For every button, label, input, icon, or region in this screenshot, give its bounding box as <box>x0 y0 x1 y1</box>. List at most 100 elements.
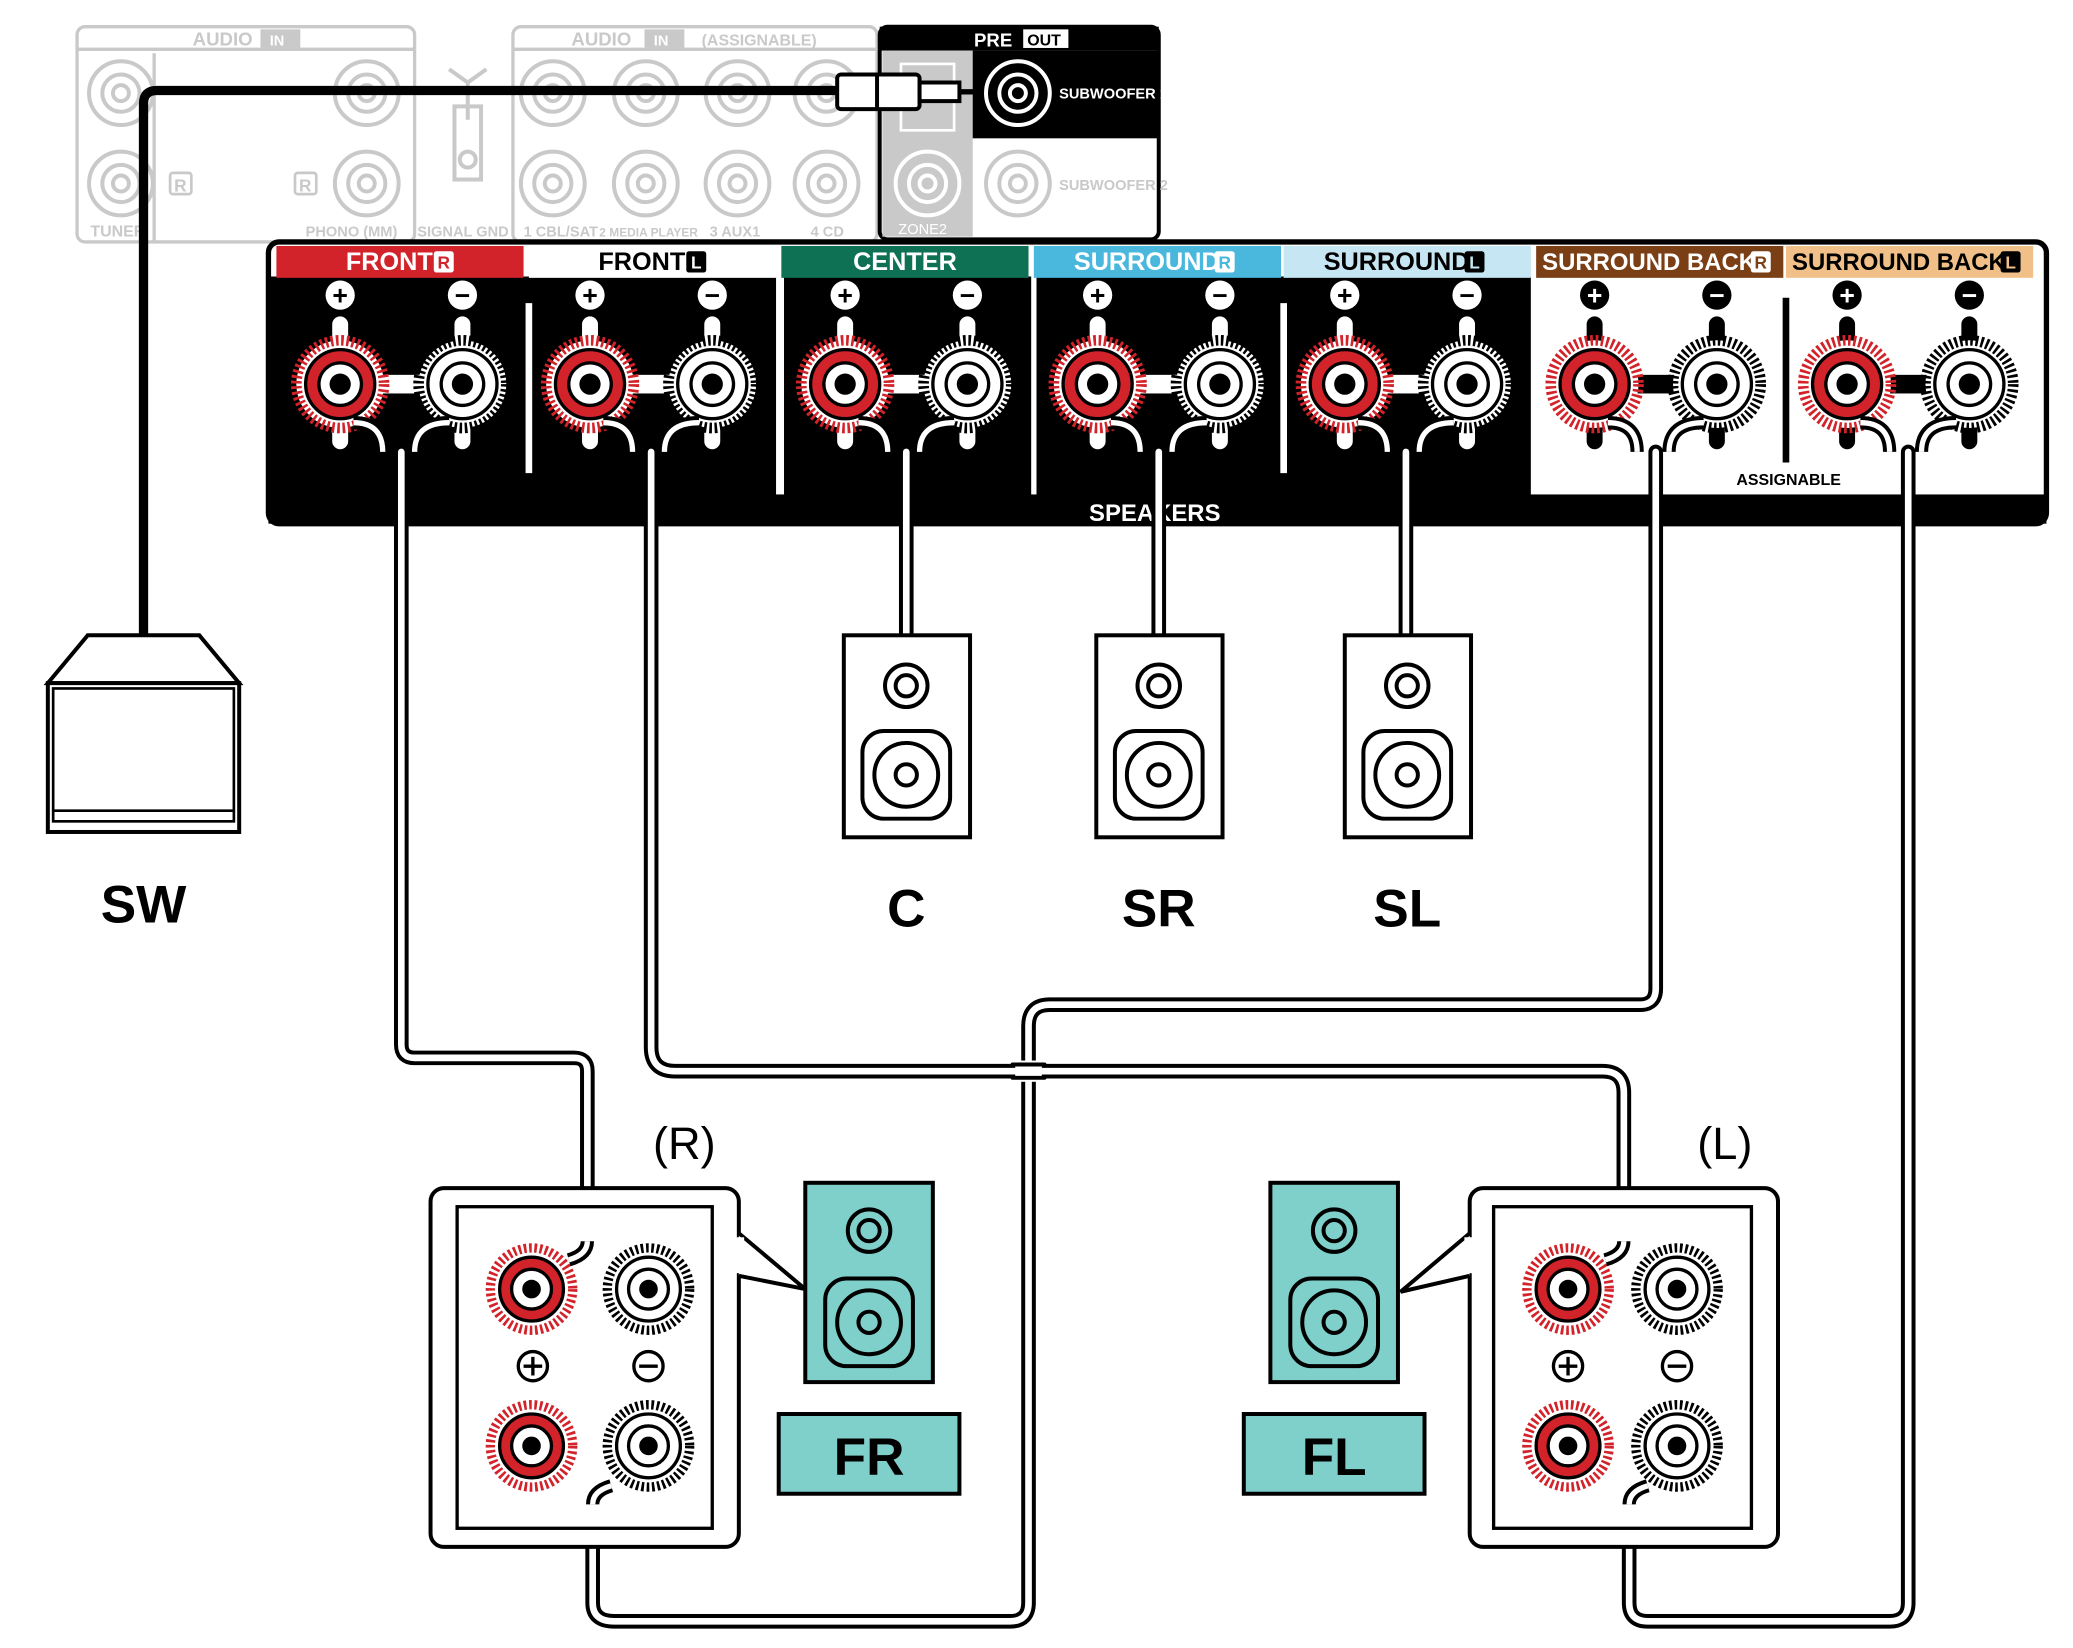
label-phono: PHONO (MM) <box>306 225 398 241</box>
terminal-minus[interactable] <box>663 334 762 434</box>
channel-name: FRONT <box>346 248 433 276</box>
surround-left-speaker <box>1342 633 1474 840</box>
label-fl: FL <box>1302 1428 1367 1487</box>
channel-name: SURROUND <box>1324 248 1470 276</box>
center-speaker <box>841 633 973 840</box>
minus-sign-circle <box>447 280 478 310</box>
label-aux1: 3 AUX1 <box>710 225 761 241</box>
minus-sign: − <box>455 280 471 310</box>
side-tag-box <box>1464 251 1485 273</box>
minus-sign: − <box>1212 280 1228 310</box>
side-tag: R <box>1218 253 1231 273</box>
plus-sign-circle <box>1083 280 1113 310</box>
terminal-minus[interactable] <box>413 334 512 434</box>
plus-sign-circle <box>575 280 605 310</box>
fl-label-box: FL <box>1241 1412 1427 1496</box>
fr-terminal-minus-bottom <box>602 1400 695 1492</box>
label-signal-gnd: SIGNAL GND <box>417 225 508 241</box>
terminal-plus[interactable] <box>1295 334 1394 434</box>
subwoofer1-label: SUBWOOFER 1 <box>1059 86 1168 102</box>
plus-sign: + <box>837 280 853 310</box>
label-c: C <box>887 879 925 938</box>
zone2-label: ZONE2 <box>898 222 947 238</box>
terminal-pair-6: +− <box>1545 280 1767 453</box>
label-fr: FR <box>834 1428 905 1487</box>
plus-sign: + <box>1839 280 1855 310</box>
terminal-plus[interactable] <box>1545 334 1644 434</box>
terminal-plus[interactable] <box>291 334 390 434</box>
terminal-pair-2: +− <box>540 280 762 453</box>
side-tag-box <box>1214 251 1235 273</box>
plus-sign-circle <box>325 280 355 310</box>
side-tag: L <box>1469 253 1480 273</box>
subwoofer-cable <box>138 72 981 636</box>
terminal-minus[interactable] <box>1417 334 1517 434</box>
audio-in-labels: AUDIO IN AUDIO IN (ASSIGNABLE) R R TUNER… <box>90 28 844 240</box>
side-tag: R <box>1755 253 1768 273</box>
terminal-plus[interactable] <box>795 334 895 434</box>
minus-sign: − <box>1962 280 1978 310</box>
jack-cd-r <box>792 149 861 218</box>
audio-in-jacks <box>87 59 861 218</box>
audio-in-assignable: (ASSIGNABLE) <box>702 32 817 49</box>
audio-in-title-left: AUDIO <box>193 28 253 49</box>
label-sl: SL <box>1373 879 1441 938</box>
minus-sign: − <box>1459 280 1475 310</box>
side-tag-box <box>2000 251 2021 273</box>
audio-in-tag-left: IN <box>270 33 285 49</box>
side-tag-box <box>433 251 454 273</box>
plus-sign: + <box>582 280 598 310</box>
plus-sign-circle <box>830 280 860 310</box>
label-sw: SW <box>101 875 187 934</box>
terminal-minus[interactable] <box>918 334 1017 434</box>
signal-gnd-terminal <box>447 67 488 182</box>
minus-sign-circle <box>1702 280 1732 310</box>
channel-header-center: CENTER <box>781 245 1029 278</box>
front-left-terminal-box <box>1399 1186 1780 1549</box>
terminal-pair-3: +− <box>795 280 1017 453</box>
minus-sign-circle <box>1205 280 1235 310</box>
plus-sign-circle <box>1832 280 1862 310</box>
terminal-plus[interactable] <box>1048 334 1147 434</box>
jack-cblsat-r <box>518 149 587 218</box>
pre-out-tag: OUT <box>1027 32 1061 49</box>
channel-header-bg <box>1785 245 2034 278</box>
audio-in-title-right: AUDIO <box>571 28 631 49</box>
front-left-speaker <box>1268 1180 1400 1385</box>
wire-front-r-plus <box>394 444 595 1249</box>
terminal-plus[interactable] <box>1797 334 1897 434</box>
label-cd: 4 CD <box>811 225 844 241</box>
channel-header-bg <box>1033 245 1282 278</box>
assignable-label: ASSIGNABLE <box>1736 472 1841 489</box>
label-tuner: TUNER <box>90 224 145 241</box>
r-mark-box-2 <box>293 171 318 196</box>
wire-front-l-plus <box>643 444 1632 1249</box>
channel-name: SURROUND BACK <box>1792 249 2007 276</box>
subwoofer2-label: SUBWOOFER 2 <box>1059 178 1168 194</box>
terminal-minus[interactable] <box>1170 334 1270 434</box>
jack-aux1-r <box>703 149 772 218</box>
fr-terminal-plus-top <box>485 1243 578 1335</box>
zone2-jack <box>893 149 962 218</box>
pre-out-header <box>879 26 1159 51</box>
side-label-right: (R) <box>653 1118 716 1169</box>
terminal-minus[interactable] <box>1920 334 2019 434</box>
audio-in-tag-right: IN <box>654 33 669 49</box>
subwoofer1-jack[interactable] <box>984 59 1052 128</box>
minus-sign: − <box>960 280 976 310</box>
plus-sign: + <box>332 280 348 310</box>
channel-name: FRONT <box>598 248 685 276</box>
front-right-terminal-box <box>428 1186 807 1549</box>
label-media-player: 2 MEDIA PLAYER <box>599 226 698 240</box>
subwoofer2-jack[interactable] <box>984 149 1052 218</box>
side-tag-box <box>686 251 707 273</box>
terminal-plus[interactable] <box>540 334 640 434</box>
terminal-pair-7: +− <box>1797 280 2019 453</box>
terminal-minus[interactable] <box>1667 334 1767 434</box>
pre-out-panel: PRE OUT ZONE2 SUBWOOFER 1 SUBWOOFER 2 <box>877 24 1168 242</box>
